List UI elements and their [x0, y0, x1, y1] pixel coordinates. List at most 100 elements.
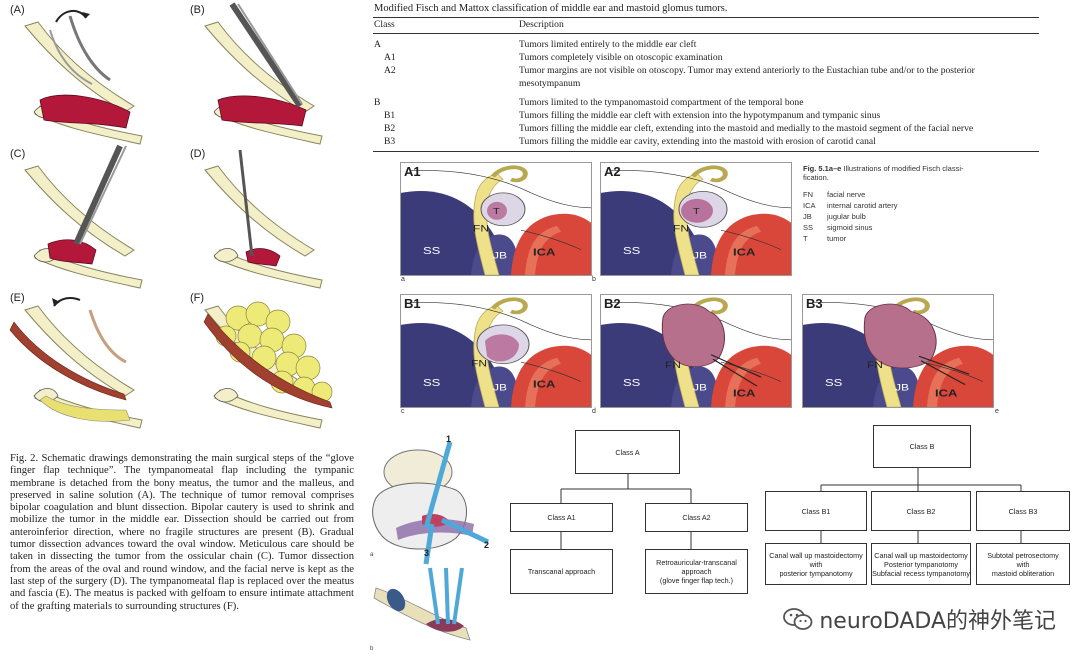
flowchart-connectors [560, 468, 1022, 549]
label-jb: JB [693, 383, 707, 393]
table-row-desc: Tumors completely visible on otoscopic e… [519, 52, 723, 63]
sub-letter-e: e [995, 408, 999, 415]
table-row-class: A [374, 39, 381, 50]
legend-full: internal carotid artery [827, 201, 898, 210]
panel-label-e: (E) [10, 292, 25, 304]
table-row-class: B [374, 97, 381, 108]
illustration-b3: SS FN JB ICA B3 [802, 294, 994, 408]
illustration-b2: SS FN JB ICA B2 [600, 294, 792, 408]
panel-label-b: (B) [190, 4, 205, 16]
wechat-icon [783, 608, 813, 630]
approach-num-2: 2 [484, 540, 489, 550]
table-bottom-rule [373, 151, 1039, 152]
table-row-desc: Tumors limited entirely to the middle ea… [519, 39, 697, 50]
table-row-desc: Tumor margins are not visible on otoscop… [519, 65, 975, 76]
watermark-text: neuroDADA的神外笔记 [819, 609, 1056, 634]
panel-label-c: (C) [10, 148, 26, 160]
table-row-class: B2 [384, 123, 396, 134]
fig51-legend: FN facial nerve ICA internal carotid art… [803, 190, 1003, 250]
label-t: T [493, 207, 500, 216]
approach-drawing: 1 2 3 a b [370, 434, 490, 652]
table-row-class: B1 [384, 110, 396, 121]
panel-title-b1: B1 [404, 296, 421, 311]
panel-label-a: (A) [10, 4, 25, 16]
table-row-desc: Tumors filling the middle ear cleft with… [519, 110, 881, 121]
legend-abbr: T [803, 234, 808, 243]
sub-letter-a: a [401, 276, 405, 283]
label-fn: FN [473, 224, 489, 234]
panel-title-a1: A1 [404, 164, 421, 179]
box-class-b1: Class B1 [765, 491, 867, 531]
table-header-rule [373, 33, 1039, 34]
box-class-b: Class B [873, 425, 971, 468]
legend-full: sigmoid sinus [827, 223, 873, 232]
box-class-a: Class A [575, 430, 680, 474]
panel-title-b2: B2 [604, 296, 621, 311]
fig2-svg [9, 2, 333, 429]
panel-e-drawing [9, 297, 143, 429]
panel-title-a2: A2 [604, 164, 621, 179]
table-top-rule [373, 17, 1039, 18]
box-class-a1: Class A1 [510, 503, 613, 532]
panel-title-b3: B3 [806, 296, 823, 311]
fig2-caption: Fig. 2. Schematic drawings demonstrating… [10, 453, 354, 612]
table-row-desc: Tumors limited to the tympanomastoid com… [519, 97, 804, 108]
illustration-a1: SS FN JB ICA T A1 [400, 162, 592, 276]
table-row-class: B3 [384, 136, 396, 147]
label-ss: SS [825, 378, 843, 388]
table-row-desc: Tumors filling the middle ear cavity, ex… [519, 136, 876, 147]
fig51-caption-bold: Fig. 5.1a–e [803, 164, 842, 173]
label-ss: SS [423, 378, 441, 388]
approach-num-1: 1 [446, 434, 451, 444]
label-ica: ICA [733, 389, 755, 399]
label-fn: FN [673, 224, 689, 234]
fig51-caption: Fig. 5.1a–e Illustrations of modified Fi… [803, 164, 964, 182]
table-header-description: Description [519, 19, 564, 30]
label-fn: FN [665, 361, 681, 371]
sub-letter-c: c [401, 408, 405, 415]
table-row-desc: mesotympanum [519, 78, 581, 89]
approach-letter-b: b [370, 646, 374, 652]
legend-full: jugular bulb [827, 212, 866, 221]
box-a2-approach: Retroauricular-transcanal approach (glov… [645, 549, 748, 594]
table-title: Modified Fisch and Mattox classification… [374, 3, 728, 14]
fig51-caption-rest: Illustrations of modified Fisch classi- [843, 164, 964, 173]
box-b1-approach: Canal wall up mastoidectomy with posteri… [765, 543, 867, 585]
label-ica: ICA [733, 248, 755, 258]
box-class-a2: Class A2 [645, 503, 748, 532]
sub-letter-d: d [592, 408, 596, 415]
label-t: T [693, 207, 700, 216]
label-ica: ICA [533, 248, 555, 258]
label-ss: SS [623, 246, 641, 256]
label-jb: JB [493, 251, 507, 261]
legend-abbr: FN [803, 190, 813, 199]
legend-abbr: JB [803, 212, 812, 221]
legend-abbr: SS [803, 223, 814, 232]
legend-abbr: ICA [803, 201, 816, 210]
label-jb: JB [693, 251, 707, 261]
label-fn: FN [471, 359, 487, 369]
legend-full: facial nerve [827, 190, 866, 199]
table-row-class: A1 [384, 52, 396, 63]
approach-num-3: 3 [424, 548, 429, 558]
panel-label-f: (F) [190, 292, 205, 304]
table-header-class: Class [374, 19, 395, 30]
box-class-b3: Class B3 [976, 491, 1070, 531]
fig51-caption-line2: fication. [803, 173, 829, 182]
label-ss: SS [623, 378, 641, 388]
illustration-a2: SS FN JB ICA T A2 [600, 162, 792, 276]
legend-full: tumor [827, 234, 847, 243]
approach-letter-a: a [370, 552, 374, 558]
panel-d-drawing [204, 149, 323, 289]
panel-b-drawing [204, 2, 323, 145]
box-a1-approach: Transcanal approach [510, 549, 613, 594]
label-ss: SS [423, 246, 441, 256]
panel-c-drawing [24, 144, 143, 289]
label-jb: JB [493, 383, 507, 393]
label-fn: FN [867, 361, 883, 371]
box-class-b2: Class B2 [871, 491, 971, 531]
watermark: neuroDADA的神外笔记 [783, 603, 1056, 635]
panel-label-d: (D) [190, 148, 206, 160]
label-ica: ICA [533, 380, 555, 390]
illustration-b1: SS FN JB ICA B1 [400, 294, 592, 408]
